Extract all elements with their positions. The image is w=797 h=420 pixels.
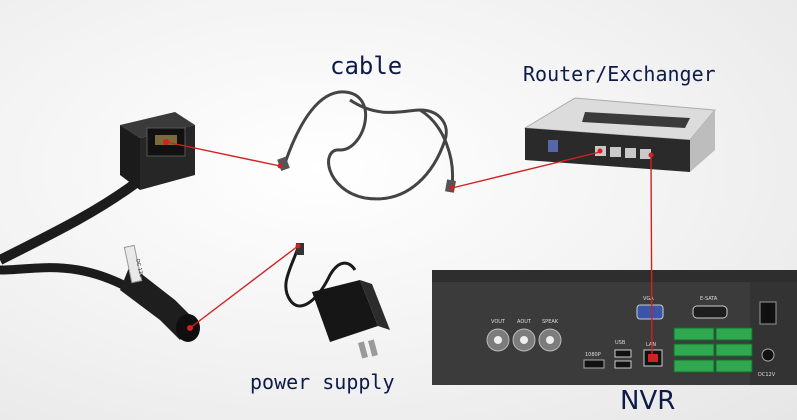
dc-pigtail-icon: DC 12V — [120, 244, 200, 342]
power-switch-icon — [759, 301, 777, 325]
hdmi-label: 1080P — [585, 352, 601, 358]
speak-label: SPEAK — [542, 319, 559, 325]
usb-label: USB — [615, 340, 626, 346]
nvr-label: NVR — [620, 386, 676, 416]
dc-label: DC12V — [758, 372, 776, 378]
terminal-block-icon — [673, 327, 753, 373]
vga-label: VGA — [643, 296, 654, 302]
power-adapter-icon — [284, 243, 390, 359]
esata-port-icon — [692, 305, 728, 319]
aout-label: AOUT — [517, 319, 532, 325]
network-cable — [283, 90, 448, 201]
bnc-connector-icon — [486, 328, 562, 352]
pigtail-tag: DC 12V — [134, 258, 144, 278]
line-cable-to-router — [451, 151, 601, 189]
usb-port-icon — [614, 349, 632, 358]
cable-label: cable — [330, 52, 403, 80]
network-cable-tail — [419, 108, 455, 186]
lan-label: LAN — [646, 342, 656, 348]
hdmi-port-icon — [583, 359, 605, 369]
router-label: Router/Exchanger — [523, 62, 716, 86]
vga-port-icon — [636, 304, 664, 320]
rj45-jack-icon — [120, 112, 195, 190]
line-router-to-nvr — [650, 155, 653, 357]
esata-label: E-SATA — [700, 296, 718, 302]
nvr-device-icon: VOUT AOUT SPEAK 1080P USB VGA LAN E-SATA… — [432, 270, 797, 385]
router-icon — [523, 97, 716, 172]
vout-label: VOUT — [491, 319, 506, 325]
camera-cable — [0, 175, 143, 265]
power-supply-label: power supply — [250, 370, 395, 394]
connection-lines — [165, 141, 653, 357]
line-pigtail-to-adapter — [189, 245, 299, 329]
line-camera-to-cable — [165, 141, 281, 167]
dc-jack-icon — [761, 348, 775, 362]
